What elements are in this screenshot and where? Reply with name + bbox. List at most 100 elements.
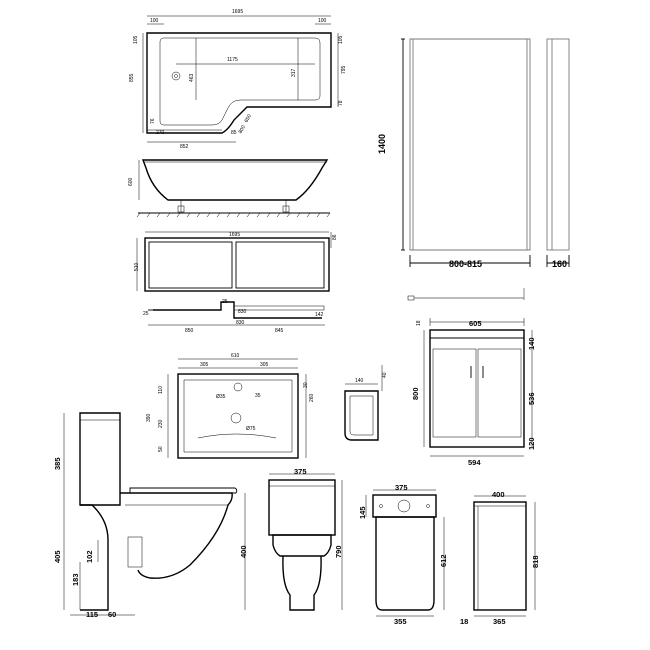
svg-text:140: 140 (355, 378, 364, 384)
svg-text:355: 355 (394, 617, 407, 626)
svg-text:610: 610 (231, 353, 240, 359)
svg-text:Ø35: Ø35 (216, 394, 226, 400)
svg-text:463: 463 (189, 73, 195, 82)
screen-support-arm (407, 288, 525, 301)
svg-text:850: 850 (185, 328, 194, 334)
svg-text:270: 270 (156, 130, 165, 136)
svg-text:85: 85 (231, 130, 237, 136)
svg-text:317: 317 (291, 68, 297, 77)
svg-text:650: 650 (244, 113, 253, 123)
svg-text:76: 76 (150, 118, 156, 124)
svg-text:400: 400 (239, 545, 248, 558)
svg-text:105: 105 (133, 35, 139, 44)
svg-text:78: 78 (338, 100, 344, 106)
svg-text:260: 260 (309, 393, 315, 402)
svg-text:110: 110 (158, 386, 164, 394)
pan-pedestal-front (282, 555, 322, 611)
vanity-door-right (477, 348, 522, 438)
svg-text:120: 120 (527, 437, 536, 450)
svg-text:50: 50 (158, 446, 164, 452)
svg-text:400: 400 (492, 490, 505, 499)
svg-text:375: 375 (395, 483, 408, 492)
shower-screen-side: 160 (546, 38, 570, 269)
svg-text:305: 305 (200, 362, 209, 368)
vanity-door-left (432, 348, 477, 438)
bath-plan-view: 1695 100 100 105 105 855 795 463 1175 31… (129, 9, 347, 150)
seat-lid-side (129, 487, 238, 494)
svg-text:183: 183 (71, 573, 80, 586)
svg-text:142: 142 (315, 312, 324, 318)
shower-screen-front: 1400 800-815 (377, 38, 531, 269)
flush-button-icon (397, 499, 411, 513)
svg-text:100: 100 (318, 18, 327, 24)
svg-text:818: 818 (531, 555, 540, 568)
svg-text:790: 790 (334, 545, 343, 558)
svg-text:105: 105 (338, 35, 344, 44)
svg-text:18: 18 (460, 617, 468, 626)
svg-text:115: 115 (86, 610, 98, 619)
bath-panel-section: 25 25 830 142 850 830 845 (143, 299, 325, 334)
bath-panel-outline (144, 237, 330, 292)
basin-outline (177, 373, 299, 459)
svg-text:30: 30 (303, 382, 309, 388)
svg-text:25: 25 (222, 299, 228, 305)
svg-text:102: 102 (85, 550, 94, 563)
svg-text:852: 852 (180, 144, 189, 150)
screen-side-label: 160 (552, 259, 567, 269)
tap-hole-icon (233, 382, 243, 392)
basin-side-outline (344, 390, 379, 441)
bath-side-elevation: 600 (128, 159, 331, 218)
bath-length-label: 1695 (232, 9, 243, 15)
screen-glass-outline (409, 38, 531, 251)
svg-text:800: 800 (238, 124, 247, 134)
svg-text:1175: 1175 (227, 57, 238, 63)
svg-text:600: 600 (128, 177, 134, 186)
svg-text:86: 86 (332, 234, 338, 240)
wc-front-view: 375 790 (268, 467, 343, 611)
svg-text:612: 612 (439, 554, 448, 567)
bath-front-panel: 1695 510 86 (134, 231, 338, 292)
svg-text:60: 60 (108, 610, 116, 619)
vanity-outline (429, 329, 525, 448)
basin-side-view: 140 40 (344, 365, 388, 441)
svg-text:1695: 1695 (229, 232, 240, 238)
svg-text:18: 18 (416, 320, 422, 326)
svg-text:594: 594 (468, 458, 481, 467)
basin-waste-icon (230, 412, 242, 424)
pan-top (375, 516, 435, 611)
svg-text:375: 375 (294, 467, 307, 476)
screen-width-label: 800-815 (449, 259, 482, 269)
bath-side-outline (141, 159, 329, 201)
svg-text:140: 140 (527, 337, 536, 350)
bath-plan-inner-basin (159, 37, 321, 126)
svg-text:100: 100 (150, 18, 159, 24)
svg-text:25: 25 (143, 311, 149, 317)
svg-text:35: 35 (255, 393, 261, 399)
basin-plan-view: 610 305 305 110 30 260 390 230 50 35 Ø35… (146, 353, 315, 459)
svg-text:305: 305 (260, 362, 269, 368)
screen-height-label: 1400 (377, 134, 387, 154)
svg-text:536: 536 (527, 392, 536, 405)
svg-text:830: 830 (236, 320, 245, 326)
svg-text:385: 385 (53, 457, 62, 470)
wc-unit-outline (473, 501, 527, 611)
wc-pan-side (120, 492, 233, 579)
cistern-side (79, 412, 121, 506)
vanity-unit-front: 605 18 140 800 536 120 594 (411, 318, 536, 467)
svg-text:Ø75: Ø75 (246, 426, 256, 432)
wc-side-view: 385 405 400 102 183 115 60 (53, 412, 248, 619)
svg-text:230: 230 (158, 419, 164, 428)
bath-plan-outline (146, 32, 332, 134)
svg-text:795: 795 (341, 65, 347, 74)
svg-text:145: 145 (358, 506, 367, 519)
seat-front (272, 534, 332, 557)
bath-waste-icon (171, 71, 181, 81)
svg-text:405: 405 (53, 550, 62, 563)
svg-text:390: 390 (146, 413, 152, 422)
svg-text:845: 845 (275, 328, 284, 334)
svg-text:605: 605 (469, 319, 482, 328)
svg-text:40: 40 (382, 372, 388, 378)
svg-text:830: 830 (238, 309, 247, 315)
svg-text:855: 855 (129, 73, 135, 82)
